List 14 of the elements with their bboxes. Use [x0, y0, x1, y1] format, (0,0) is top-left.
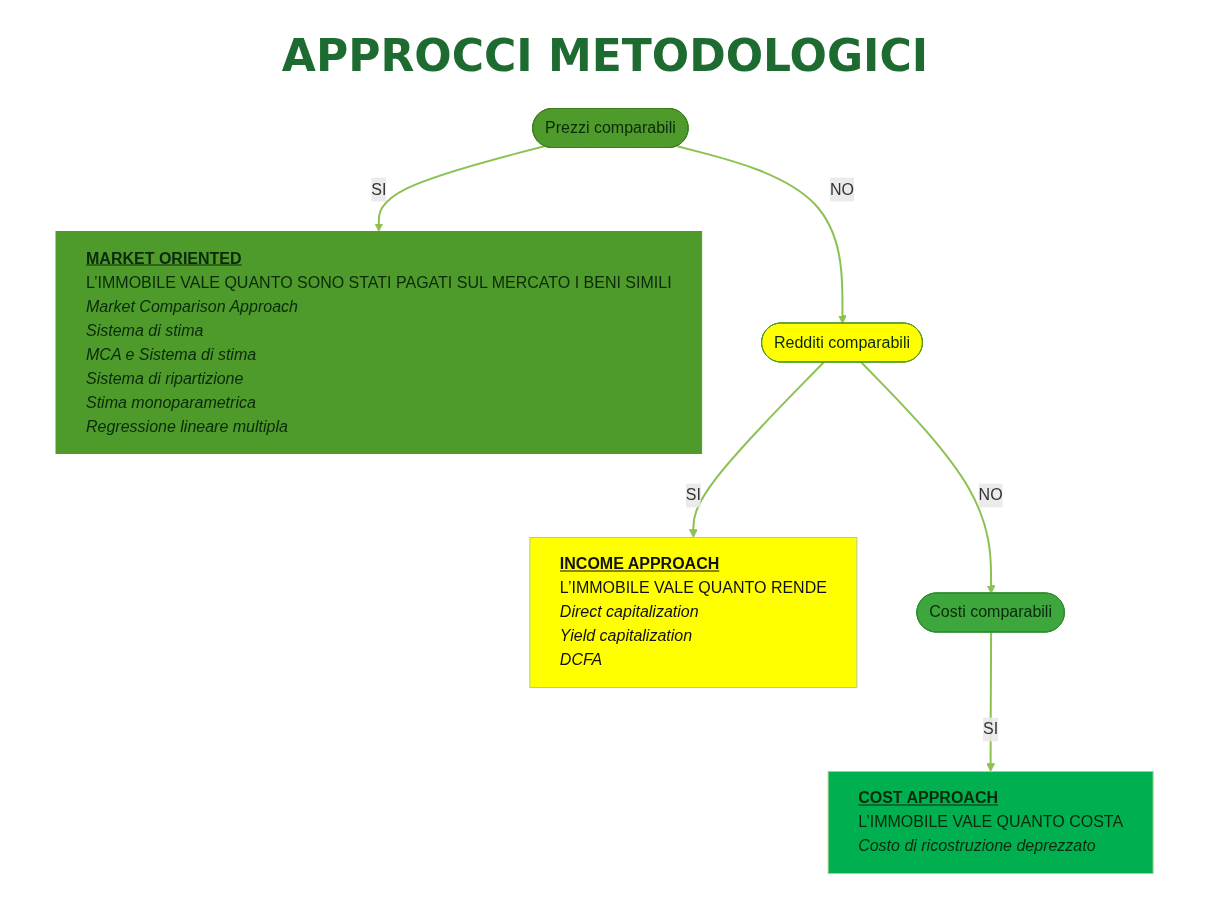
arrow: [689, 361, 825, 538]
arrow: [986, 631, 996, 772]
node-box: COST APPROACH L’IMMOBILE VALE QUANTO COSTA Costo di ricostruzione deprezzato: [828, 771, 1155, 874]
edge-label: NO: [979, 486, 1004, 504]
edge-label: SI: [686, 486, 702, 504]
node-box: MARKET ORIENTED L’IMMOBILE VALE QUANTO SONO STATI PAGATI SUL MERCATO I BENI SIMILI Market Comparison Approach Sistema di stima MCA e Sistema di stima Sistema di ripartizione Stima monoparametrica Regressione lineare multipla: [55, 231, 703, 454]
node-box: INCOME APPROACH L’IMMOBILE VALE QUANTO RENDE Direct capitalization Yield capitalization DCFA: [529, 537, 858, 688]
edge-label: SI: [983, 720, 999, 738]
arrow: [860, 361, 996, 594]
edge-label: SI: [371, 180, 387, 198]
arrow: [374, 145, 546, 232]
title: APPROCCI METODOLOGICI: [280, 30, 930, 81]
arrow: [676, 145, 848, 324]
edge-label: NO: [830, 180, 855, 198]
